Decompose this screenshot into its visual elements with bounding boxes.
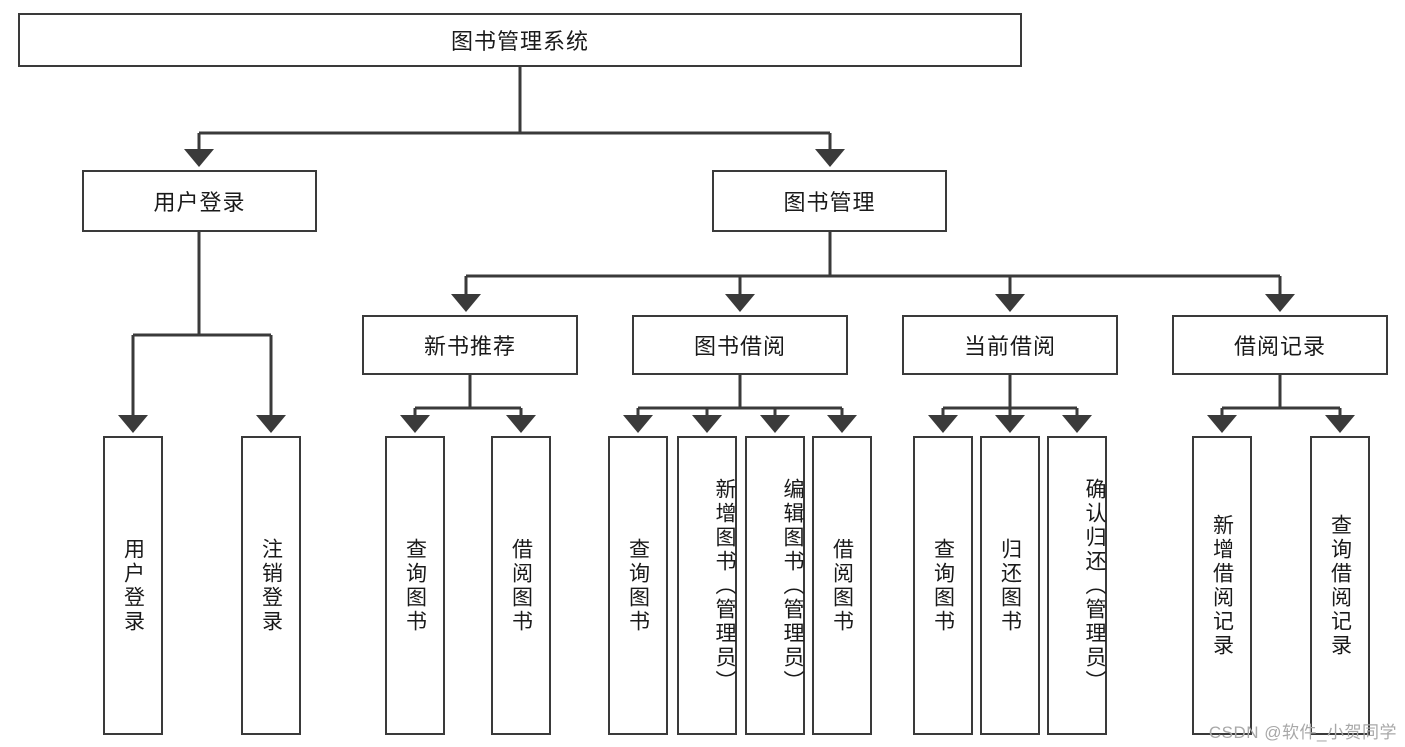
node-label: 查询图书: [626, 537, 650, 634]
node-label: 新书推荐: [423, 334, 516, 359]
node-label: 当前借阅: [963, 334, 1056, 359]
node-label: 查询图书: [403, 537, 427, 634]
node-book-borrow[interactable]: 图书借阅: [632, 315, 848, 375]
node-label: 借阅图书: [509, 537, 533, 634]
node-label: 图书管理: [783, 190, 876, 215]
node-borrow-record[interactable]: 借阅记录: [1172, 315, 1388, 375]
leaf-borrow-query-book[interactable]: 查询图书: [608, 436, 668, 735]
leaf-current-confirm-return[interactable]: 确认归还（管理员）: [1047, 436, 1107, 735]
node-label: 借阅记录: [1233, 334, 1326, 359]
leaf-new-book-query[interactable]: 查询图书: [385, 436, 445, 735]
leaf-new-book-borrow[interactable]: 借阅图书: [491, 436, 551, 735]
node-label: 查询图书: [931, 537, 955, 634]
node-new-book-recommend[interactable]: 新书推荐: [362, 315, 578, 375]
leaf-current-query-book[interactable]: 查询图书: [913, 436, 973, 735]
node-label: 用户登录: [121, 537, 145, 634]
leaf-user-login-login[interactable]: 用户登录: [103, 436, 163, 735]
node-book-management[interactable]: 图书管理: [712, 170, 947, 232]
leaf-borrow-borrow-book[interactable]: 借阅图书: [812, 436, 872, 735]
node-root-system[interactable]: 图书管理系统: [18, 13, 1022, 67]
leaf-record-query[interactable]: 查询借阅记录: [1310, 436, 1370, 735]
node-current-borrow[interactable]: 当前借阅: [902, 315, 1118, 375]
leaf-user-login-logout[interactable]: 注销登录: [241, 436, 301, 735]
node-label: 归还图书: [998, 537, 1022, 634]
leaf-borrow-edit-book[interactable]: 编辑图书（管理员）: [745, 436, 805, 735]
node-user-login[interactable]: 用户登录: [82, 170, 317, 232]
node-label: 新增借阅记录: [1210, 513, 1234, 658]
watermark: CSDN @软件_小贺同学: [1208, 723, 1397, 742]
node-label: 确认归还（管理员）: [1083, 477, 1106, 694]
node-label: 查询借阅记录: [1328, 513, 1352, 658]
node-label: 图书借阅: [693, 334, 786, 359]
node-label: 编辑图书（管理员）: [781, 477, 804, 694]
leaf-current-return-book[interactable]: 归还图书: [980, 436, 1040, 735]
node-label: 注销登录: [259, 537, 283, 634]
leaf-record-add[interactable]: 新增借阅记录: [1192, 436, 1252, 735]
node-label: 图书管理系统: [450, 29, 589, 54]
node-label: 用户登录: [153, 190, 246, 215]
node-label: 借阅图书: [830, 537, 854, 634]
node-label: 新增图书（管理员）: [713, 477, 736, 694]
leaf-borrow-add-book[interactable]: 新增图书（管理员）: [677, 436, 737, 735]
